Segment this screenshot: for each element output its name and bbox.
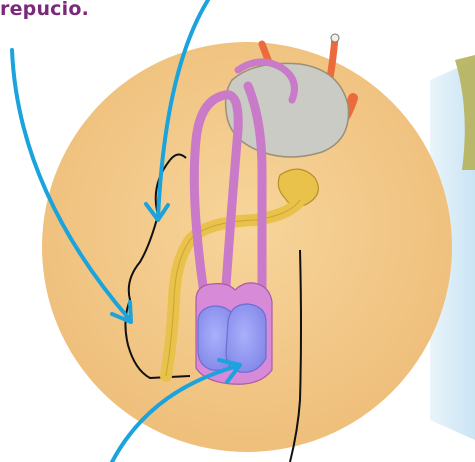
caption-text: repucio. <box>0 0 89 20</box>
bladder <box>226 63 349 157</box>
